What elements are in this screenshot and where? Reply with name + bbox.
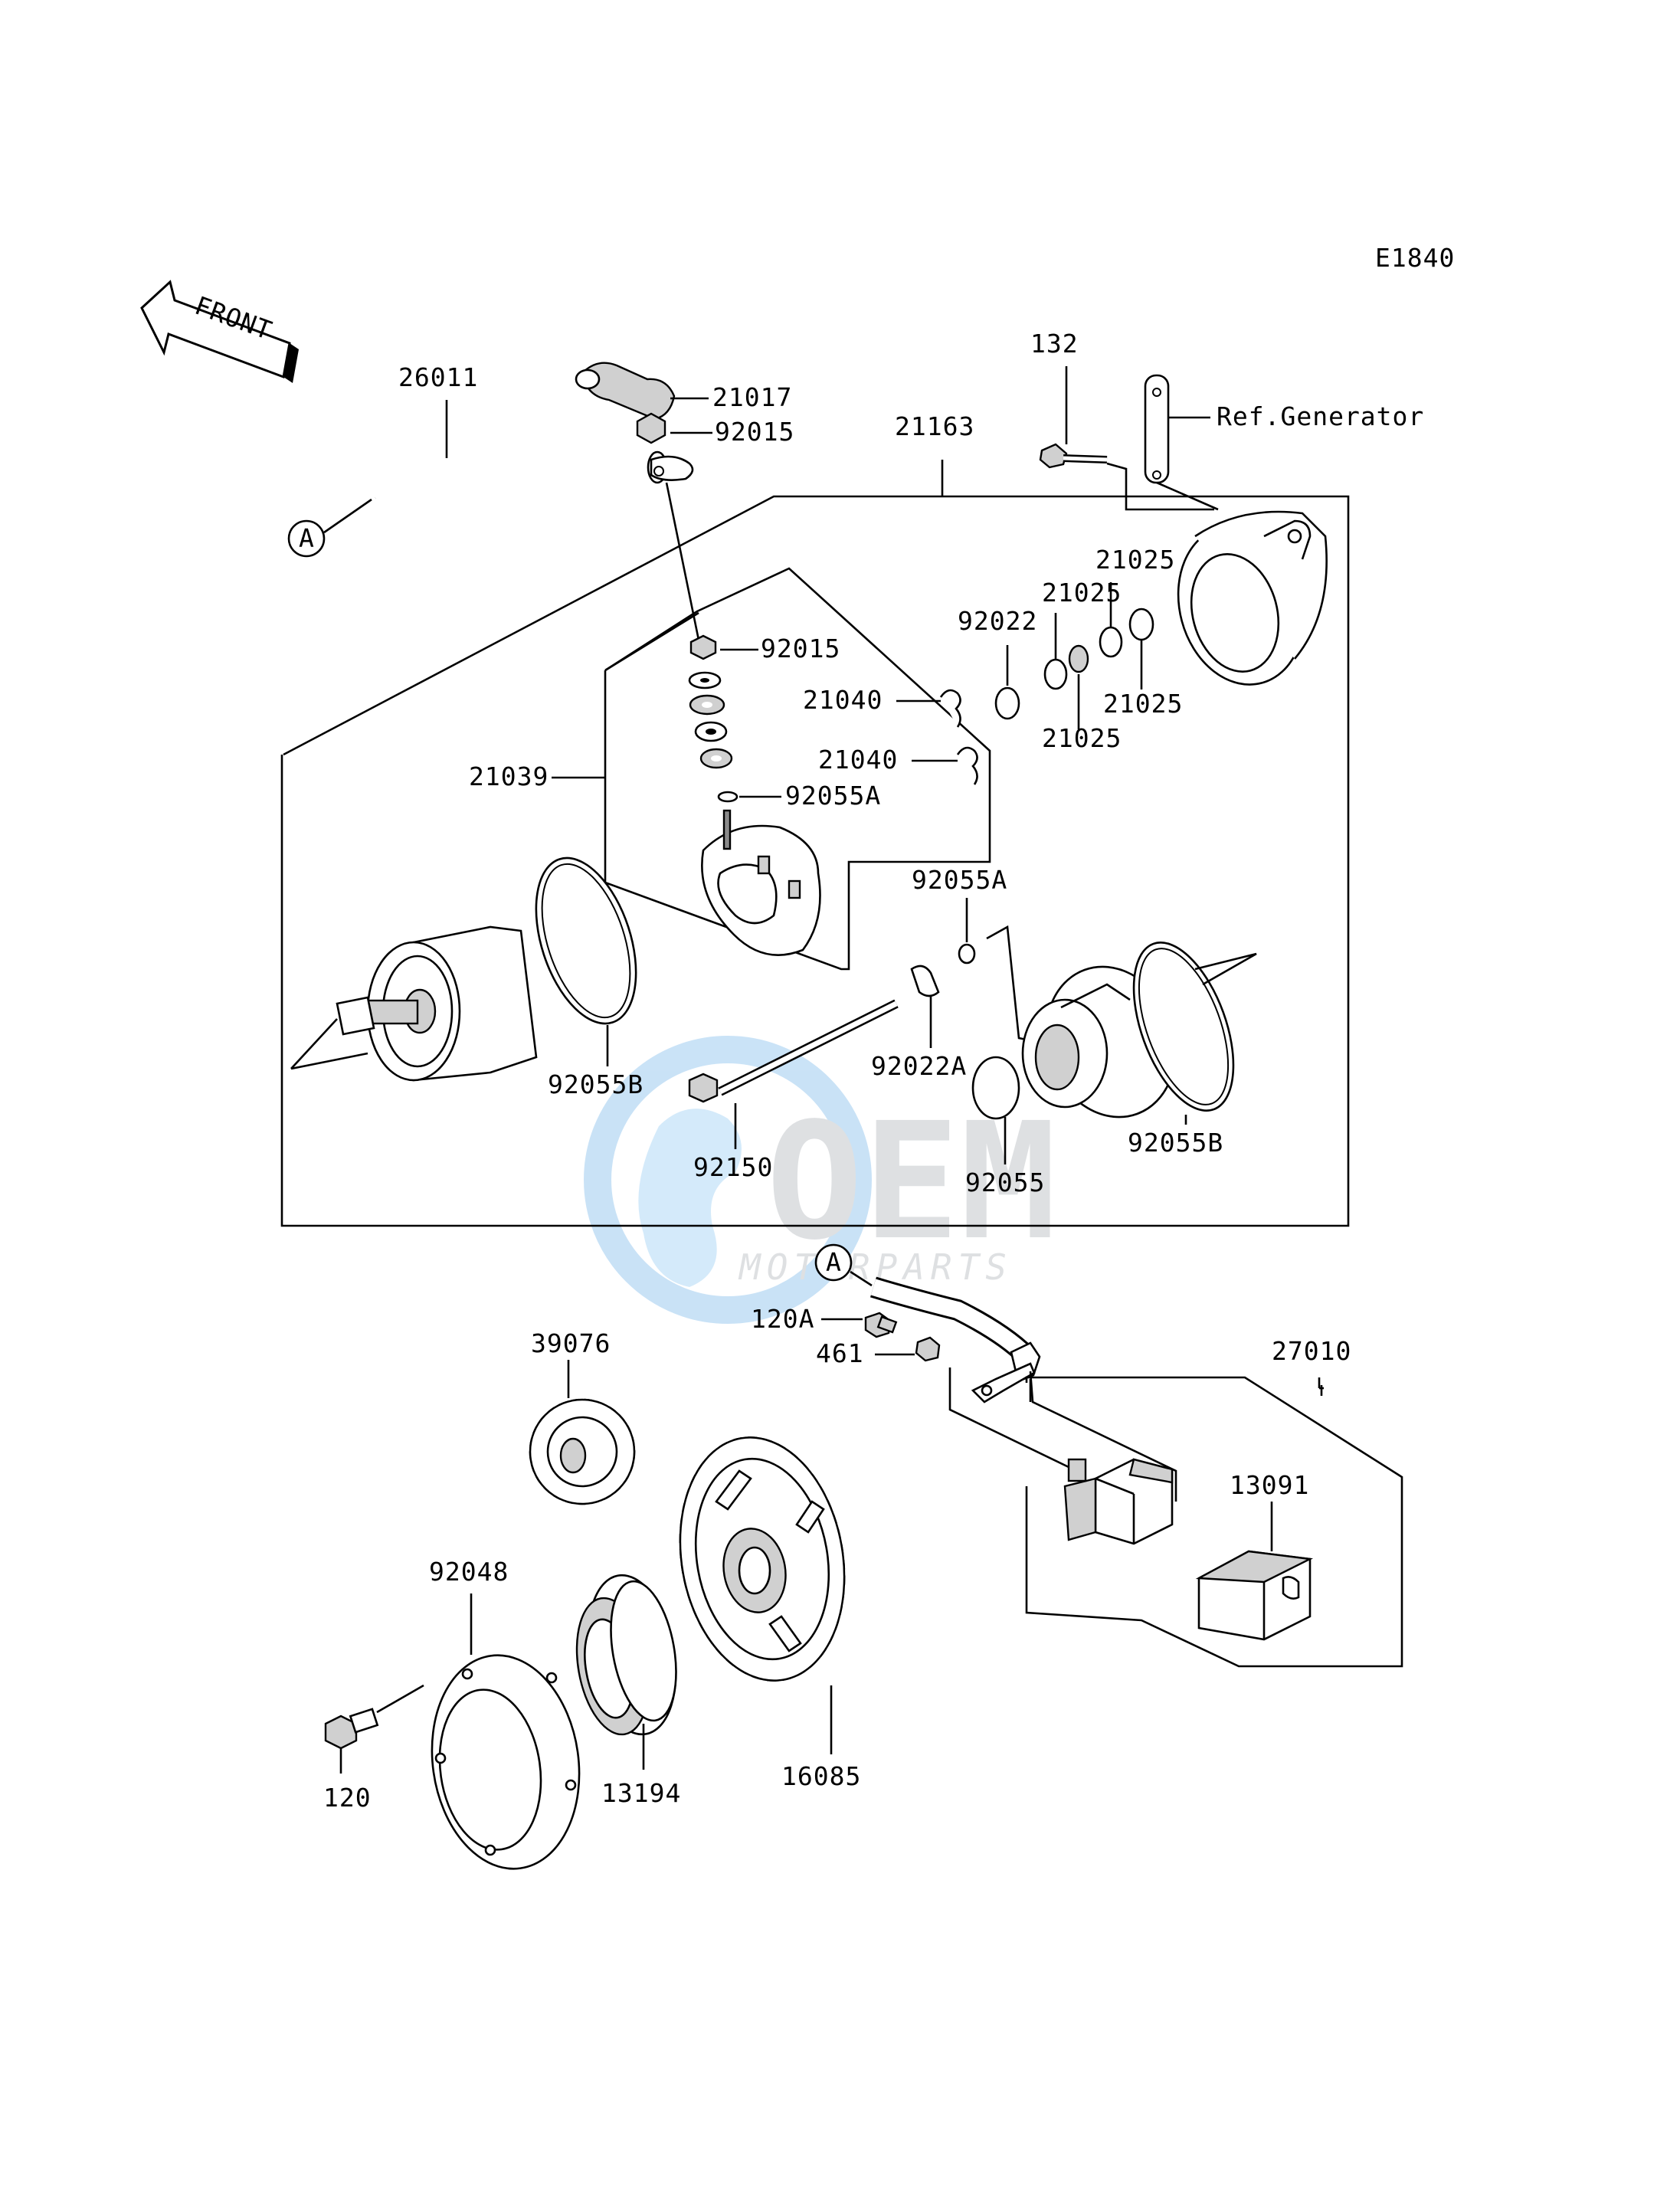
brush-plate — [701, 809, 821, 956]
label-21025-c: 21025 — [1103, 689, 1183, 719]
o-ring-92055 — [971, 1056, 1020, 1120]
label-13194: 13194 — [601, 1778, 681, 1808]
label-92015-mid: 92015 — [761, 634, 840, 663]
nut-mid-icon — [689, 634, 717, 660]
label-92048: 92048 — [429, 1557, 509, 1587]
label-13091: 13091 — [1230, 1470, 1309, 1500]
bolt-132 — [1039, 443, 1108, 469]
label-92015-top: 92015 — [715, 417, 794, 447]
clutch-holder — [431, 1654, 581, 1870]
starter-cable — [374, 438, 694, 502]
label-120a: 120A — [751, 1304, 814, 1334]
terminal-cap — [575, 362, 676, 421]
starter-yoke — [290, 925, 538, 1082]
label-132: 132 — [1030, 329, 1079, 359]
bolt-120a — [864, 1312, 898, 1338]
connector-a-bottom-icon — [814, 1243, 853, 1282]
bolt-120 — [324, 1708, 379, 1750]
connector-a-top-label: A — [299, 523, 315, 553]
brush-spring-b — [956, 746, 978, 785]
washer-21025-b — [1068, 644, 1089, 673]
label-92055a-b: 92055A — [912, 865, 1007, 895]
connector-a-top-icon — [287, 519, 326, 558]
starter-motor-frame — [280, 460, 1350, 1227]
washer-92022 — [994, 686, 1020, 720]
watermark-logo: OEM — [766, 1088, 1056, 1276]
label-21025-d: 21025 — [1042, 723, 1122, 753]
front-arrow-icon: FRONT — [140, 280, 299, 383]
label-16085: 16085 — [781, 1761, 861, 1791]
starter-gear — [679, 1436, 846, 1682]
idle-gear — [529, 1398, 636, 1505]
label-21040-b: 21040 — [818, 745, 898, 775]
label-39076: 39076 — [531, 1328, 611, 1358]
label-92150: 92150 — [693, 1152, 773, 1182]
label-461: 461 — [816, 1338, 864, 1368]
label-21039: 21039 — [469, 762, 549, 791]
nut-461 — [915, 1336, 941, 1362]
label-21017: 21017 — [712, 382, 792, 412]
label-21040-a: 21040 — [803, 685, 883, 715]
label-92055b-b: 92055B — [1128, 1128, 1223, 1158]
label-92055b-a: 92055B — [548, 1069, 644, 1099]
fuse-cover — [1195, 1550, 1314, 1641]
washer-21025-d — [1128, 608, 1154, 641]
watermark-subtitle: MOTORPARTS — [738, 1246, 1013, 1288]
brush-holder-frame — [604, 567, 991, 971]
label-92055: 92055 — [965, 1168, 1045, 1197]
rear-cover — [1177, 510, 1328, 686]
label-27010: 27010 — [1272, 1336, 1351, 1366]
relay-frame — [1025, 1376, 1403, 1668]
ref-generator-label: Ref.Generator — [1217, 401, 1424, 431]
o-ring-92055b-right — [1132, 942, 1235, 1112]
ref-generator-plate — [1144, 374, 1170, 484]
label-92022a: 92022A — [871, 1051, 967, 1081]
label-21163: 21163 — [895, 411, 974, 441]
o-ring-92055b-left — [535, 856, 637, 1025]
washer-92022a — [910, 965, 940, 997]
o-ring-92055a-small — [958, 943, 976, 965]
one-way-clutch — [575, 1574, 677, 1736]
washer-21025-a — [1043, 658, 1068, 690]
label-120: 120 — [323, 1783, 372, 1813]
watermark: OEM MOTORPARTS — [584, 1036, 1056, 1324]
diagram-code: E1840 — [1375, 243, 1455, 273]
through-bolt — [688, 999, 899, 1103]
label-92022: 92022 — [958, 606, 1037, 636]
relay-cable — [869, 1276, 1041, 1403]
label-26011: 26011 — [398, 362, 478, 392]
label-92055a-a: 92055A — [785, 781, 881, 811]
connector-a-bottom-label: A — [826, 1247, 842, 1277]
label-21025-a: 21025 — [1095, 545, 1175, 575]
starter-relay — [1063, 1458, 1174, 1545]
front-cover — [986, 925, 1177, 1119]
label-21025-b: 21025 — [1042, 578, 1122, 608]
washer-21025-c — [1099, 626, 1123, 658]
brush-spring-a — [939, 689, 961, 728]
nut-top-icon — [636, 412, 666, 444]
